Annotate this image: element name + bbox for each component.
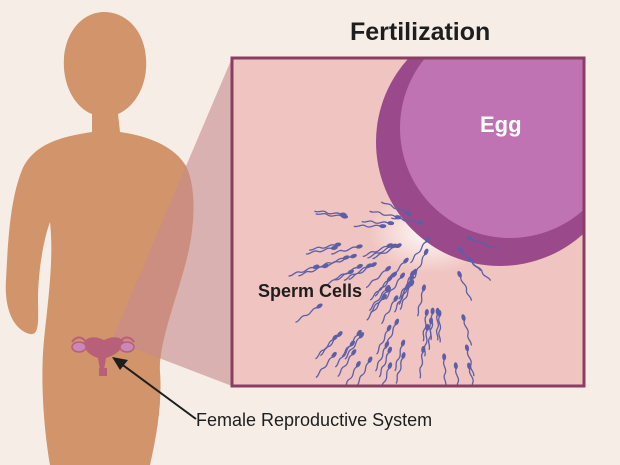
- sperm-cell: [394, 339, 406, 372]
- sperm-cell: [442, 353, 447, 385]
- sperm-cell: [315, 351, 337, 379]
- sperm-cell: [314, 210, 347, 217]
- sperm-cell: [365, 265, 392, 289]
- sperm-cell: [305, 245, 338, 255]
- egg-cytoplasm: [400, 59, 583, 238]
- sperm-cell: [416, 284, 426, 317]
- sperm-cell: [395, 352, 406, 384]
- sperm-cell: [380, 362, 393, 385]
- sperm-cell: [435, 307, 440, 341]
- sperm-cell: [399, 279, 415, 311]
- sperm-cell: [343, 263, 373, 281]
- sperm-cell: [367, 243, 398, 259]
- sperm-cell: [343, 361, 361, 385]
- sperm-cells-label: Sperm Cells: [258, 281, 363, 301]
- sperm-cell: [353, 224, 387, 229]
- sperm-cell: [368, 284, 391, 312]
- sperm-cell: [461, 314, 472, 346]
- sperm-cell: [385, 272, 406, 300]
- sperm-cell: [457, 270, 473, 301]
- sperm-cell: [334, 340, 355, 368]
- sperm-cell: [378, 346, 393, 378]
- sperm-cell: [466, 236, 498, 250]
- sperm-cell: [376, 324, 392, 355]
- sperm-cell: [419, 345, 426, 379]
- sperm-cell: [356, 356, 373, 385]
- sperm-cell: [331, 244, 363, 255]
- sperm-cell: [361, 220, 395, 226]
- zoom-cone: [112, 58, 232, 386]
- sperm-cell: [429, 307, 435, 341]
- sperm-cell: [453, 362, 461, 385]
- sperm-cell: [457, 246, 482, 272]
- sperm-cell: [380, 201, 412, 216]
- sperm-cell: [384, 318, 400, 350]
- uterus-icon: [71, 336, 135, 376]
- sperm-cell: [295, 303, 323, 323]
- sperm-cells: [288, 201, 498, 385]
- sperm-cell: [337, 349, 357, 377]
- sperm-cell: [374, 271, 398, 297]
- sperm-cell: [390, 217, 424, 225]
- sperm-cell: [413, 248, 429, 279]
- sperm-cell: [423, 323, 430, 357]
- sperm-cell: [333, 263, 363, 281]
- diagram-title: Fertilization: [350, 18, 491, 46]
- sperm-cell: [410, 236, 431, 264]
- pointer-arrow-icon: [112, 357, 197, 420]
- sperm-cell: [315, 334, 338, 360]
- sperm-cell: [318, 255, 350, 268]
- female-reproductive-system-label: Female Reproductive System: [196, 410, 433, 430]
- egg-label: Egg: [480, 112, 522, 137]
- sperm-cell: [464, 344, 475, 377]
- sperm-cell: [422, 308, 429, 342]
- sperm-cell: [380, 295, 399, 325]
- sperm-cell: [309, 242, 342, 251]
